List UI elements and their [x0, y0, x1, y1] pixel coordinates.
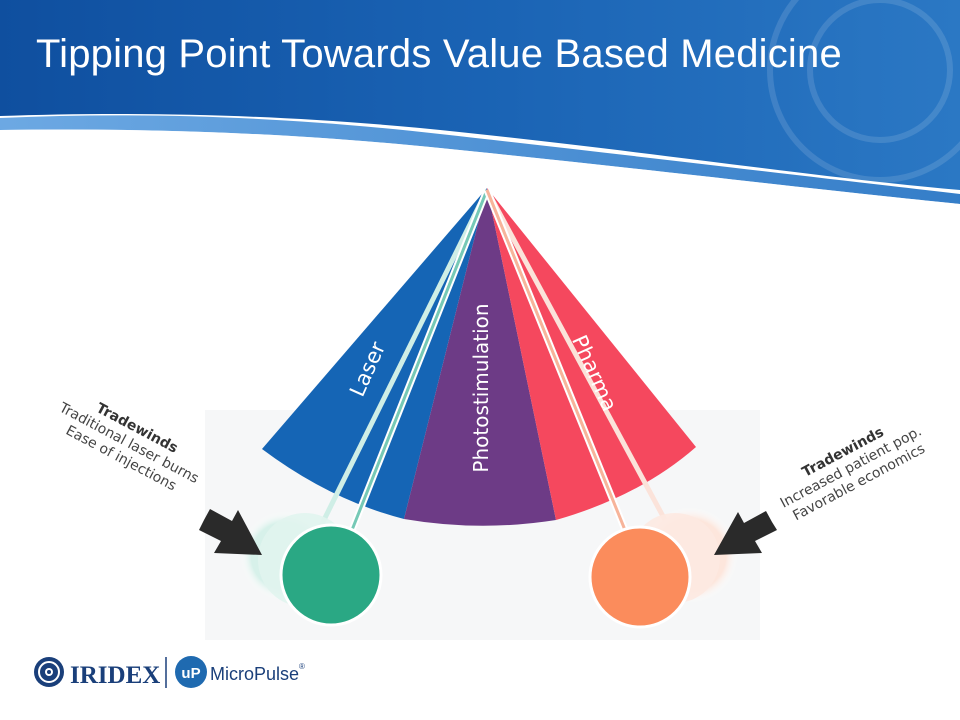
segment-laser — [262, 188, 487, 519]
watermark-emblem-icon — [767, 0, 960, 183]
pendulum-right — [483, 188, 738, 629]
tradewinds-left: Tradewinds Traditional laser burns Ease … — [56, 399, 202, 494]
pendulum-left-bob — [279, 523, 383, 627]
logo-iridex: IRIDEX — [70, 662, 160, 689]
header-band — [0, 0, 960, 212]
fan-diagram — [262, 188, 696, 526]
registered-mark: ® — [299, 662, 305, 671]
slide-title: Tipping Point Towards Value Based Medici… — [36, 32, 842, 76]
pendulum-right-bob — [588, 525, 692, 629]
logo-micropulse: MicroPulse — [210, 664, 299, 684]
tradewinds-right: Tradewinds Increased patient pop. Favora… — [778, 423, 928, 524]
logo-badge-text: uP — [181, 665, 200, 682]
segment-pharma — [487, 188, 696, 520]
pendulum-left — [240, 188, 491, 627]
wind-arrow-left-icon — [199, 509, 262, 555]
footer-logos: IRIDEX uP MicroPulse ® — [34, 656, 305, 689]
micropulse-badge-icon — [175, 656, 207, 688]
segment-label-photostimulation: Photostimulation — [469, 303, 493, 472]
iridex-emblem-icon — [34, 657, 64, 687]
wind-arrow-right-icon — [714, 511, 777, 555]
segment-photostimulation — [404, 188, 556, 526]
